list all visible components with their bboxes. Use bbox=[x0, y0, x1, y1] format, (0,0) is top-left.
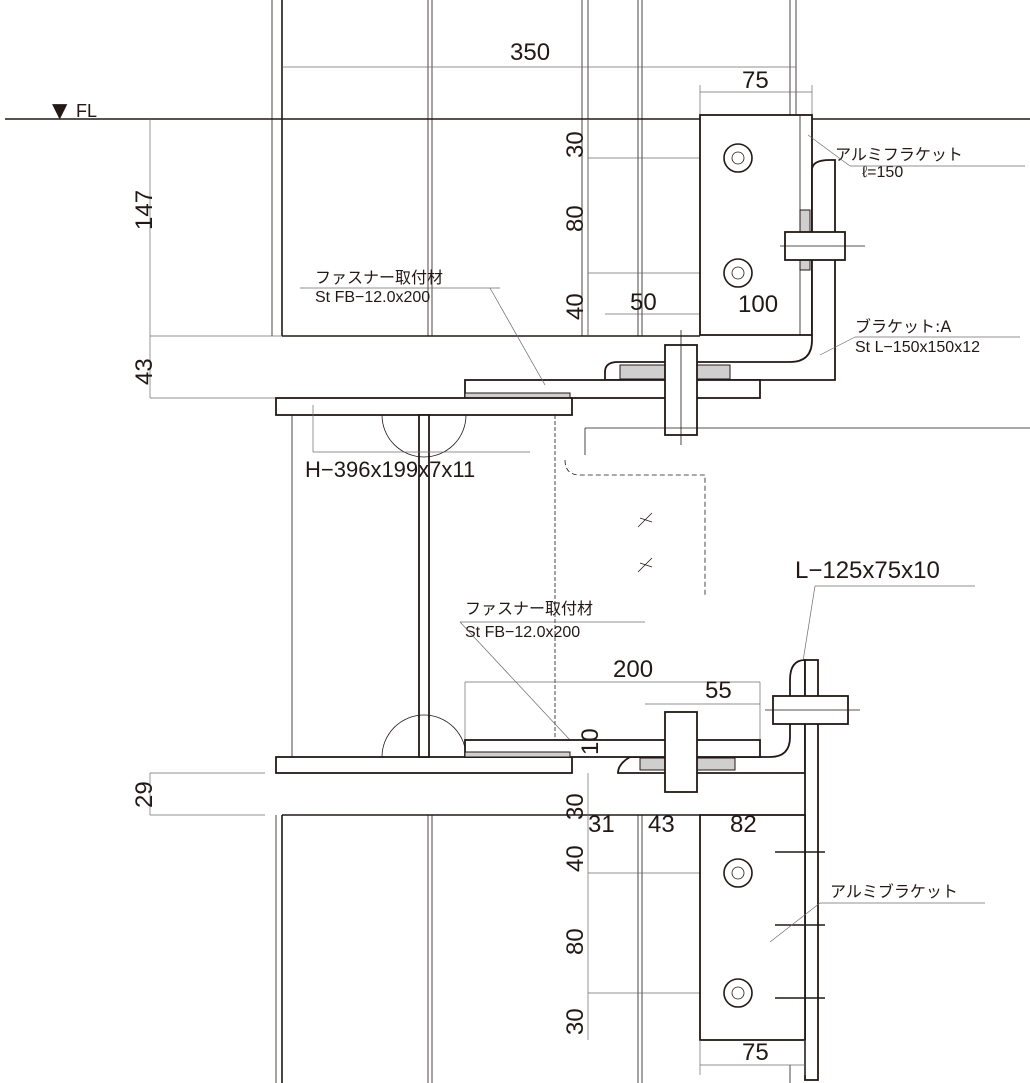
fastener-top-title: ファスナー取付材 bbox=[315, 268, 443, 287]
fastener-lower-title: ファスナー取付材 bbox=[465, 599, 593, 618]
aluminum-bracket-top-title: アルミフラケット bbox=[835, 145, 963, 164]
bolt-icon bbox=[723, 978, 753, 1008]
dim-30-lower: 30 bbox=[562, 793, 589, 820]
dim-30-lower-bottom: 30 bbox=[562, 1008, 589, 1035]
dim-82: 82 bbox=[730, 811, 757, 838]
weld-mark-icon bbox=[637, 557, 653, 573]
upper-panel bbox=[150, 0, 797, 337]
dim-31: 31 bbox=[588, 811, 615, 838]
weld-mark-icon bbox=[637, 512, 653, 528]
bracket-a-sub: St L−150x150x12 bbox=[855, 339, 980, 356]
floor-level-label: FL bbox=[76, 101, 97, 121]
dim-30-top: 30 bbox=[562, 131, 589, 158]
aluminum-bracket-bottom-label: アルミブラケット bbox=[830, 882, 958, 901]
dim-40-lower: 40 bbox=[562, 845, 589, 872]
dim-80-lower: 80 bbox=[562, 928, 589, 955]
aluminum-bracket-bottom bbox=[699, 814, 825, 1041]
bolt-icon bbox=[723, 258, 753, 288]
dim-43-lower: 43 bbox=[648, 811, 675, 838]
bolt-icon bbox=[723, 143, 753, 173]
dim-80-top: 80 bbox=[562, 205, 589, 232]
floor-level-triangle-icon: ▼ bbox=[52, 98, 68, 122]
floor-level-marker: ▼ FL bbox=[5, 98, 1030, 122]
dim-29: 29 bbox=[131, 781, 158, 808]
fastener-top-sub: St FB−12.0x200 bbox=[315, 289, 430, 306]
aluminum-bracket-top-sub: ℓ=150 bbox=[862, 164, 903, 181]
h-beam bbox=[275, 397, 573, 774]
dim-55: 55 bbox=[705, 677, 732, 704]
bracket-a-angle bbox=[604, 159, 836, 381]
dim-43: 43 bbox=[131, 358, 158, 385]
bolt-vertical-lower bbox=[664, 711, 698, 793]
dim-147: 147 bbox=[131, 190, 158, 230]
angle-lower bbox=[617, 659, 806, 774]
dim-350: 350 bbox=[510, 39, 550, 66]
dim-10: 10 bbox=[577, 728, 604, 755]
angle-lower-label: L−125x75x10 bbox=[795, 557, 940, 584]
lower-panel bbox=[275, 814, 791, 1083]
dim-75-bottom: 75 bbox=[742, 1039, 769, 1066]
fastener-lower-sub: St FB−12.0x200 bbox=[465, 624, 580, 641]
bracket-a-title: ブラケット:A bbox=[855, 317, 951, 336]
h-beam-label: H−396x199x7x11 bbox=[305, 457, 475, 482]
dim-100: 100 bbox=[738, 291, 778, 318]
aluminum-bracket-top bbox=[699, 114, 813, 336]
dim-200: 200 bbox=[613, 656, 653, 683]
dim-40-top: 40 bbox=[562, 293, 589, 320]
dim-50: 50 bbox=[630, 289, 657, 316]
bolt-icon bbox=[723, 858, 753, 888]
dim-75-top: 75 bbox=[742, 67, 769, 94]
